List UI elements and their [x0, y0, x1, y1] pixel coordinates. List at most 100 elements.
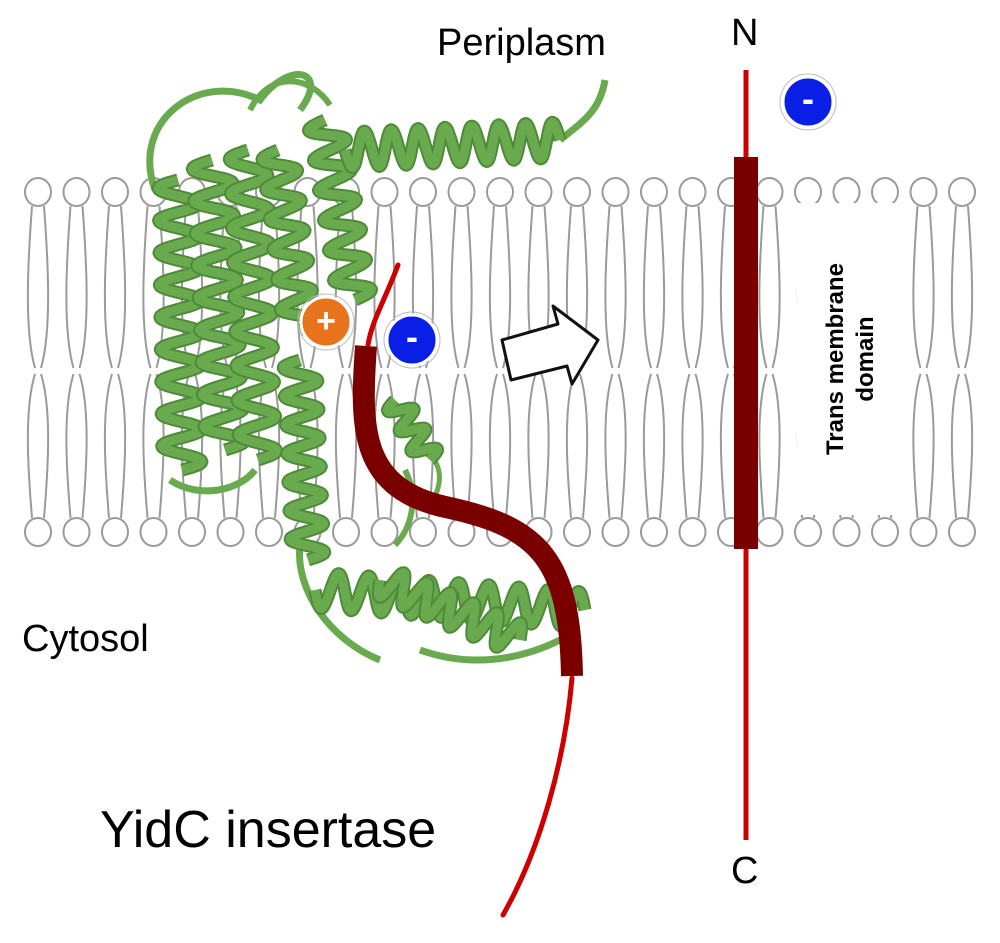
lipid-head	[332, 517, 360, 547]
tm-domain-label: Trans membrane domain	[821, 263, 881, 455]
peptide-chain-c-segment	[500, 675, 575, 918]
tm-domain-label-box	[797, 203, 905, 515]
lipid-tail	[103, 205, 127, 369]
lipid-tail	[642, 205, 666, 369]
protein-loop	[168, 467, 258, 495]
lipid-tail	[912, 205, 935, 369]
lipid-tail	[565, 373, 589, 519]
helix-ribbon	[187, 155, 250, 455]
protein-loop	[557, 79, 609, 143]
lipid-head	[678, 177, 707, 207]
lipid-head	[563, 517, 591, 547]
lipid-head	[601, 177, 630, 207]
yidc-insertase-label: YidC insertase	[100, 801, 437, 859]
lipid-head	[871, 177, 899, 207]
lipid-head	[486, 177, 514, 207]
lipid-head	[871, 517, 899, 547]
lipid-tail	[103, 373, 127, 519]
lipid-head	[409, 177, 437, 207]
lipid-tail	[488, 373, 512, 519]
lipid-tail	[642, 373, 666, 519]
lipid-head	[678, 517, 707, 547]
yidc-protein-structure	[146, 71, 609, 664]
negative-charge-sign: -	[802, 78, 814, 119]
lipid-tail	[604, 205, 627, 369]
lipid-tail	[604, 373, 627, 519]
negative-charge-icon	[383, 311, 441, 369]
peptide-tm-segment	[352, 345, 583, 677]
lipid-tail	[26, 205, 50, 369]
lipid-head	[948, 517, 976, 547]
right-arrow-icon	[500, 304, 600, 386]
lipid-tail	[950, 373, 974, 519]
tm-domain-label-line1: Trans membrane	[822, 262, 849, 456]
lipid-head	[755, 517, 784, 547]
lipid-head	[178, 517, 206, 547]
lipid-head	[755, 177, 784, 207]
lipid-tail	[26, 373, 50, 519]
lipid-head	[139, 517, 168, 547]
lipid-tail	[334, 373, 358, 519]
lipid-tail	[950, 205, 974, 369]
lipid-tail	[912, 373, 935, 519]
lipid-tail	[527, 373, 550, 519]
lipid-tail	[65, 205, 88, 369]
helix-ribbon	[382, 396, 443, 464]
lipid-head	[370, 177, 399, 207]
helix-ribbon	[224, 145, 282, 465]
lipid-head	[640, 517, 668, 547]
inserted-tm-domain	[734, 157, 758, 549]
helix-ribbon	[257, 145, 321, 335]
negative-charge-icon	[779, 73, 837, 131]
lipid-head	[447, 177, 476, 207]
lipid-head	[62, 517, 91, 547]
lipid-head	[909, 517, 938, 547]
lipid-tail	[681, 205, 704, 369]
lipid-head	[563, 177, 591, 207]
helix-ribbon	[153, 175, 207, 475]
protein-loop	[418, 636, 562, 664]
peptide-chain-n-segment	[365, 262, 401, 348]
helix-ribbon	[340, 117, 565, 173]
lipid-head	[794, 517, 822, 547]
lipid-head	[601, 517, 630, 547]
lipid-tail	[65, 373, 88, 519]
lipid-tail	[681, 373, 704, 519]
lipid-tail	[450, 373, 473, 519]
negative-charge-sign: -	[406, 316, 418, 357]
lipid-head	[101, 177, 129, 207]
lipid-head	[62, 177, 91, 207]
helix-ribbon	[278, 355, 330, 565]
lipid-head	[216, 517, 245, 547]
protein-loop	[247, 78, 333, 112]
lipid-head	[255, 517, 283, 547]
lipid-head	[24, 177, 52, 207]
tm-domain-label-line2: domain	[852, 316, 879, 402]
protein-loop	[392, 468, 416, 548]
c-terminus-label: C	[731, 850, 759, 892]
lipid-head	[794, 177, 822, 207]
lipid-head	[948, 177, 976, 207]
periplasm-label: Periplasm	[437, 22, 606, 64]
lipid-tail	[758, 373, 781, 519]
positive-charge-icon	[297, 293, 355, 351]
lipid-tail	[758, 205, 781, 369]
lipid-head	[832, 177, 861, 207]
helix-ribbon	[304, 115, 376, 305]
positive-charge-sign: +	[316, 302, 336, 340]
lipid-tail	[450, 205, 473, 369]
lipid-head	[832, 517, 861, 547]
lipid-head	[101, 517, 129, 547]
lipid-head	[524, 177, 553, 207]
helix-ribbon	[373, 568, 527, 652]
protein-loop	[146, 71, 315, 192]
lipid-head	[640, 177, 668, 207]
n-terminus-label: N	[731, 12, 759, 54]
lipid-head	[24, 517, 52, 547]
lipid-head	[409, 517, 437, 547]
cytosol-label: Cytosol	[22, 618, 149, 660]
lipid-head	[909, 177, 938, 207]
lipid-head	[370, 517, 399, 547]
